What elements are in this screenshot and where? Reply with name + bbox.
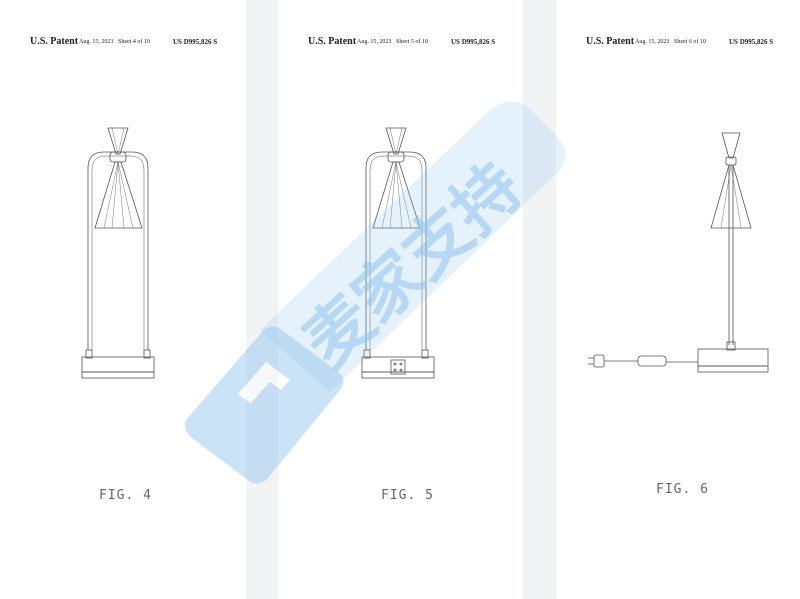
patent-sheet-5: U.S. Patent Aug. 15, 2023 Sheet 5 of 10 … bbox=[278, 0, 523, 599]
sheet-header: U.S. Patent Aug. 15, 2023 Sheet 5 of 10 … bbox=[278, 36, 523, 52]
patent-sheet-6: U.S. Patent Aug. 15, 2023 Sheet 6 of 10 … bbox=[556, 0, 800, 599]
patent-label: U.S. Patent bbox=[308, 36, 357, 47]
patent-sheet-4: U.S. Patent Aug. 15, 2023 Sheet 4 of 10 … bbox=[0, 0, 246, 599]
patent-date: Aug. 15, 2023 bbox=[357, 39, 392, 45]
figure-label: FIG. 5 bbox=[381, 488, 434, 503]
figure-label: FIG. 6 bbox=[656, 482, 709, 497]
sheet-number: Sheet 4 of 10 bbox=[118, 39, 150, 45]
patent-label: U.S. Patent bbox=[586, 36, 635, 47]
patent-label: U.S. Patent bbox=[30, 36, 79, 47]
lamp-rear-drawing bbox=[361, 127, 435, 379]
figure-label: FIG. 4 bbox=[99, 488, 152, 503]
sheet-number: Sheet 6 of 10 bbox=[674, 39, 706, 45]
patent-date: Aug. 15, 2023 bbox=[79, 39, 114, 45]
patent-date: Aug. 15, 2023 bbox=[635, 39, 670, 45]
lamp-side-drawing bbox=[588, 132, 769, 373]
lamp-front-drawing bbox=[81, 127, 155, 379]
sheet-header: U.S. Patent Aug. 15, 2023 Sheet 4 of 10 … bbox=[0, 36, 246, 52]
patent-number: US D995,826 S bbox=[729, 38, 774, 46]
sheet-number: Sheet 5 of 10 bbox=[396, 39, 428, 45]
patent-number: US D995,826 S bbox=[173, 38, 218, 46]
patent-number: US D995,826 S bbox=[451, 38, 496, 46]
sheet-header: U.S. Patent Aug. 15, 2023 Sheet 6 of 10 … bbox=[556, 36, 800, 52]
